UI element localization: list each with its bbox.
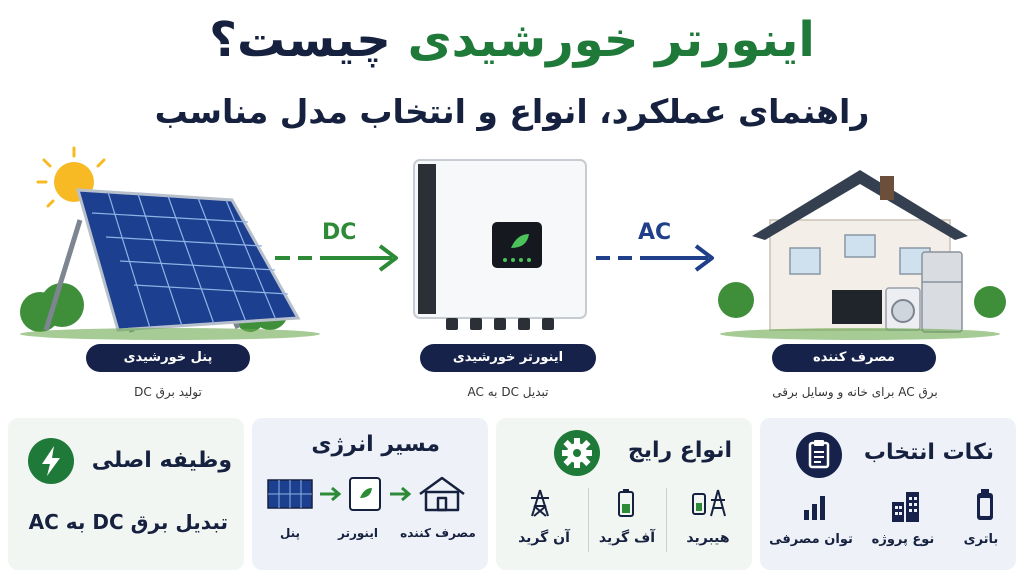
- dc-arrow: [275, 244, 398, 272]
- ac-label: AC: [638, 220, 672, 245]
- inverter-icon: [413, 159, 587, 330]
- consumer-caption: برق AC برای خانه و وسایل برقی: [772, 385, 938, 399]
- page-subtitle: راهنمای عملکرد، انواع و انتخاب مدل مناسب: [154, 92, 870, 131]
- building-icon: [892, 492, 919, 522]
- card-main-function-text: تبدیل برق DC به AC: [28, 510, 228, 534]
- solar-panel-icon: [75, 188, 301, 332]
- hybrid-icon: [692, 489, 726, 517]
- inverter-label: اینورتر خورشیدی: [420, 344, 596, 372]
- tip-power-consumption: توان مصرفی: [769, 532, 853, 547]
- grid-tower-icon: [531, 489, 549, 517]
- battery-icon: [618, 489, 634, 517]
- info-cards: وظیفه اصلی تبدیل برق DC به AC مسیر انرژی: [8, 418, 1016, 570]
- hero-illustration: [20, 146, 1006, 340]
- inverter-caption: تبدیل DC به AC: [467, 385, 549, 399]
- card-main-function: وظیفه اصلی تبدیل برق DC به AC: [8, 418, 244, 570]
- tip-project-type: نوع پروژه: [871, 532, 935, 547]
- card-main-function-title: وظیفه اصلی: [91, 448, 232, 473]
- path-step-inverter: اینورتر: [338, 526, 378, 540]
- energy-path-diagram: [267, 476, 465, 512]
- card-energy-path: مسیر انرژی پنل اینورتر مصرف کننده: [252, 418, 488, 570]
- battery-tip-icon: [977, 489, 993, 520]
- title-text: اینورتر خورشیدی چیست؟: [209, 12, 816, 68]
- card-common-types: انواع رایج آن گرید آف گرید هیبرید: [496, 418, 752, 570]
- panel-label: پنل خورشیدی: [86, 344, 250, 372]
- path-step-panel: پنل: [279, 526, 301, 540]
- inverter-mini-icon: [349, 477, 381, 511]
- energy-flow-hero: DC AC پنل خورشیدی تولید برق DC اینورتر خ…: [0, 140, 1024, 410]
- dc-label: DC: [322, 220, 357, 245]
- type-on-grid: آن گرید: [518, 530, 570, 546]
- title-end: چیست؟: [209, 12, 392, 68]
- card-energy-path-title: مسیر انرژی: [311, 432, 440, 457]
- panel-mini-icon: [267, 479, 313, 509]
- ac-arrow: [596, 244, 714, 272]
- clipboard-icon: [796, 432, 842, 478]
- path-step-consumer: مصرف کننده: [400, 526, 476, 540]
- lightning-icon: [28, 438, 74, 484]
- card-selection-tips-title: نکات انتخاب: [863, 440, 994, 465]
- type-hybrid: هیبرید: [686, 530, 730, 546]
- house-icon: [718, 170, 1006, 333]
- page-title: اینورتر خورشیدی چیست؟: [0, 4, 1024, 76]
- card-common-types-title: انواع رایج: [627, 438, 732, 463]
- panel-caption: تولید برق DC: [134, 385, 202, 399]
- card-selection-tips: نکات انتخاب توان مصرفی نوع پروژه باتری: [760, 418, 1016, 570]
- house-mini-icon: [419, 476, 465, 512]
- bar-chart-icon: [804, 496, 825, 520]
- gear-icon: [554, 430, 600, 476]
- tip-battery: باتری: [963, 532, 999, 547]
- title-highlight: اینورتر خورشیدی: [407, 12, 816, 68]
- type-off-grid: آف گرید: [598, 530, 656, 546]
- consumer-label: مصرف کننده: [772, 344, 936, 372]
